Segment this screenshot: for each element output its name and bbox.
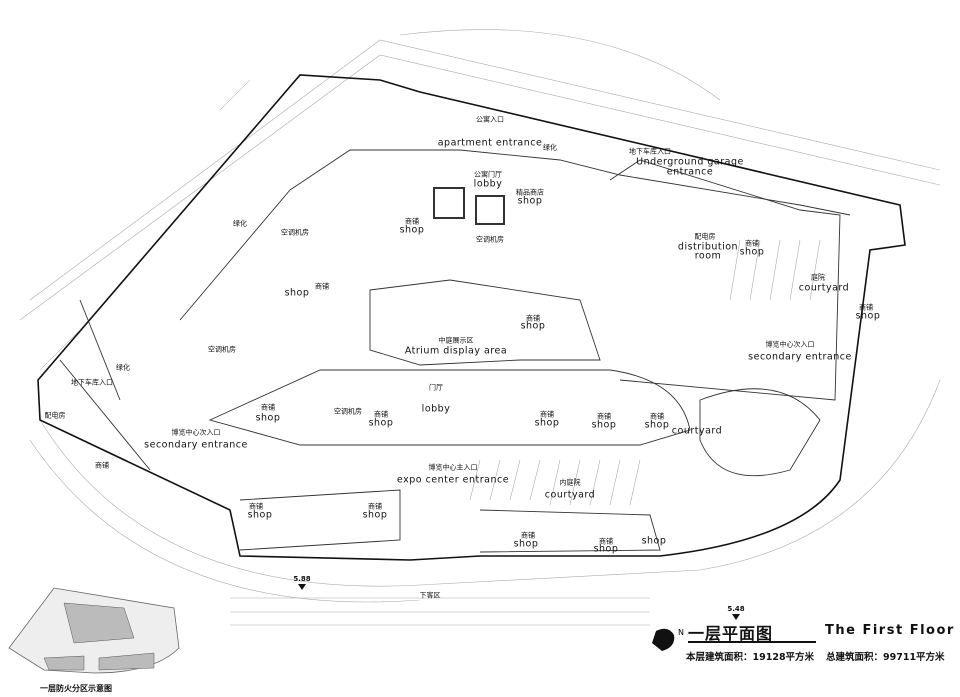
- courtyard2-en: courtyard: [798, 282, 850, 294]
- shop5-cn: 商铺: [261, 403, 275, 412]
- shop7-cn: 商铺: [540, 410, 554, 419]
- fire-zone-mini-map: [8, 587, 180, 674]
- shop15-cn: 商铺: [859, 303, 873, 312]
- shop15-en: shop: [855, 310, 881, 322]
- shop13-cn: 商铺: [599, 537, 613, 546]
- boutique-cn: 精品商店: [516, 188, 544, 197]
- apt-lobby-en: lobby: [473, 178, 503, 190]
- page-title-en: The First Floor: [825, 623, 955, 638]
- shop1-cn: 商铺: [405, 217, 419, 226]
- secondary-entrance-right-cn: 博览中心次入口: [765, 340, 815, 349]
- shop8-en: shop: [591, 419, 617, 431]
- shop3-en: shop: [284, 287, 310, 299]
- apartment-entrance-en: apartment entrance: [437, 137, 543, 149]
- shop10-cn: 商铺: [249, 502, 263, 511]
- apartment-entrance-cn: 公寓入口: [476, 115, 504, 124]
- total-area: 总建筑面积：99711平方米: [826, 652, 945, 663]
- shop14-en: shop: [641, 535, 667, 547]
- shop12-en: shop: [513, 538, 539, 550]
- title-underline: [688, 641, 816, 643]
- secondary-entrance-left-en: secondary entrance: [144, 439, 248, 451]
- shop5-en: shop: [255, 412, 281, 424]
- parking-hatching: [39, 79, 821, 506]
- building-outline: [37, 74, 906, 561]
- shop3-cn: 商铺: [315, 282, 329, 291]
- shop11-cn: 商铺: [368, 502, 382, 511]
- shop4-cn: 商铺: [526, 314, 540, 323]
- secondary-entrance-left-cn: 博览中心次入口: [171, 428, 221, 437]
- shop9-en: shop: [644, 419, 670, 431]
- elevation-marker-icon: [298, 584, 306, 590]
- shop4-en: shop: [520, 320, 546, 332]
- floor-area: 本层建筑面积：19128平方米: [686, 652, 815, 663]
- apt-lobby-cn: 公寓门厅: [474, 170, 502, 179]
- elevation-right: 5.48: [727, 605, 745, 613]
- shop2-en: shop: [739, 246, 765, 258]
- shop6-cn: 商铺: [374, 410, 388, 419]
- shop16-cn: 商铺: [95, 461, 109, 470]
- shop10-en: shop: [247, 509, 273, 521]
- shop12-cn: 商铺: [521, 531, 535, 540]
- interior-walls: [59, 149, 851, 553]
- green-label-2: 绿化: [233, 219, 247, 228]
- drop-off-area: 下客区: [419, 591, 441, 600]
- shop1-en: shop: [399, 224, 425, 236]
- garage-entrance-en2: entrance: [666, 166, 714, 178]
- atrium-en: Atrium display area: [404, 345, 508, 357]
- inner-courtyard-en: courtyard: [544, 489, 596, 501]
- ac-room-3: 空调机房: [208, 345, 236, 354]
- green-label: 绿化: [543, 143, 557, 152]
- distribution-en: distribution: [677, 241, 739, 253]
- garage-entrance-en: Underground garage: [636, 156, 744, 168]
- ac-room-1: 空调机房: [476, 235, 504, 244]
- shop11-en: shop: [362, 509, 388, 521]
- atrium-cn: 中庭展示区: [438, 336, 474, 345]
- garage-entrance-2: 地下车库入口: [71, 378, 113, 387]
- green-label-3: 绿化: [116, 363, 130, 372]
- inner-courtyard-cn: 内庭院: [559, 478, 581, 487]
- shop9-cn: 商铺: [650, 412, 664, 421]
- grid-lines: [19, 29, 941, 626]
- shop2-cn: 商铺: [745, 239, 759, 248]
- shop7-en: shop: [534, 417, 560, 429]
- ac-room-2: 空调机房: [281, 228, 309, 237]
- elevation-marker-icon: [732, 614, 740, 620]
- shop6-en: shop: [368, 417, 394, 429]
- main-entrance-en: expo center entrance: [396, 474, 510, 486]
- courtyard2-cn: 庭院: [811, 273, 825, 282]
- shop13-en: shop: [593, 543, 619, 555]
- lobby-en: lobby: [421, 403, 451, 415]
- boutique-en: shop: [517, 195, 543, 207]
- compass-label: N: [678, 628, 684, 637]
- mini-map-caption: 一层防火分区示意图: [40, 684, 112, 693]
- distribution-en2: room: [694, 250, 722, 262]
- shop8-cn: 商铺: [597, 412, 611, 421]
- secondary-entrance-right-en: secondary entrance: [748, 351, 852, 363]
- courtyard-label: courtyard: [671, 425, 723, 437]
- lobby-cn: 门厅: [429, 383, 443, 392]
- ac-room-4: 空调机房: [334, 407, 362, 416]
- north-arrow-icon: N: [652, 628, 684, 651]
- distribution-cn: 配电房: [694, 232, 716, 241]
- distribution-2: 配电房: [44, 411, 66, 420]
- page-title-cn: 一层平面图: [688, 624, 774, 643]
- main-entrance-cn: 博览中心主入口: [428, 463, 478, 472]
- elevation-left: 5.88: [293, 575, 311, 583]
- garage-entrance-cn: 地下车库入口: [629, 147, 671, 156]
